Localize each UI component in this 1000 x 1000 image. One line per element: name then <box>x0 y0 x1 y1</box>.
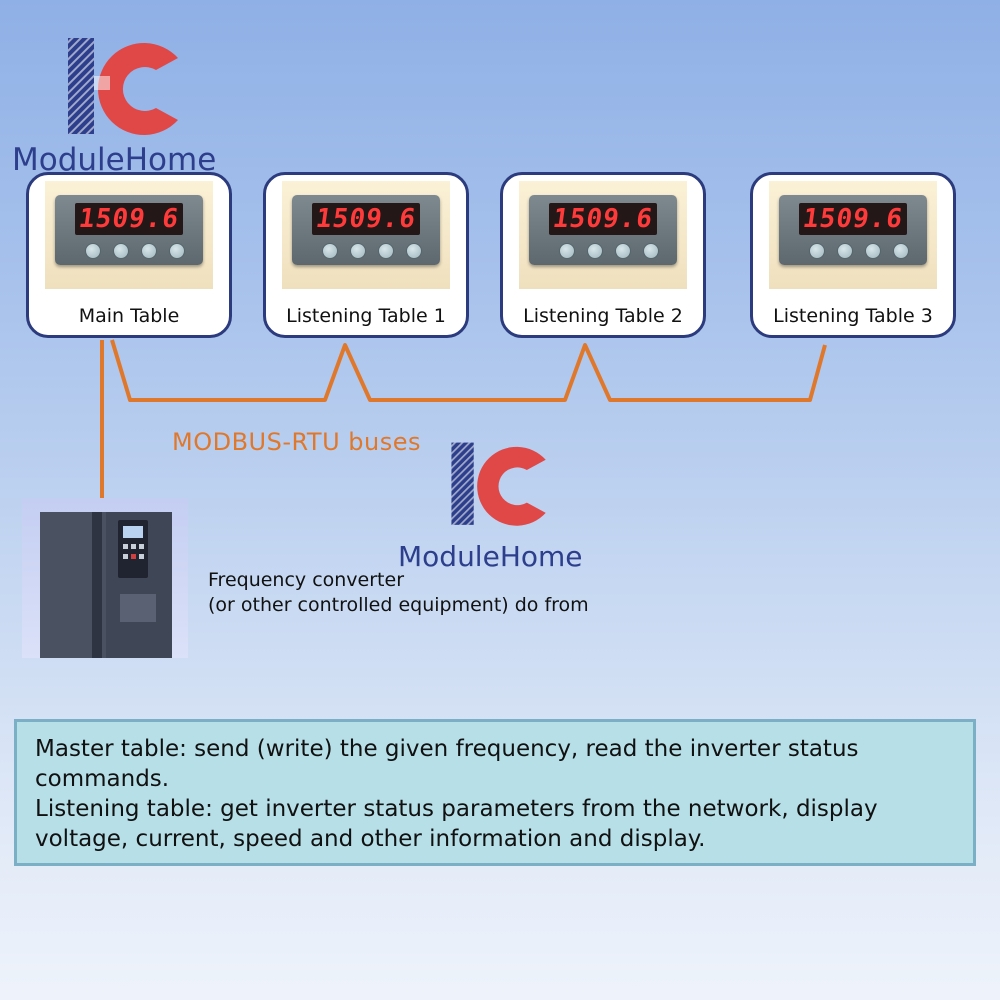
info-listening-table: Listening table: get inverter status par… <box>35 796 878 852</box>
ic-logo-icon <box>68 38 178 135</box>
equipment-caption: Frequency converter (or other controlled… <box>208 568 589 618</box>
meter-card-listening-1: 1509.6 Listening Table 1 <box>263 172 469 338</box>
frequency-converter-image <box>22 498 188 658</box>
meter-label: Listening Table 1 <box>286 305 446 327</box>
ic-logo-icon <box>451 442 546 526</box>
meter-label: Listening Table 2 <box>523 305 683 327</box>
meter-card-listening-3: 1509.6 Listening Table 3 <box>750 172 956 338</box>
info-box: Master table: send (write) the given fre… <box>14 719 976 866</box>
info-master-table: Master table: send (write) the given fre… <box>35 736 859 792</box>
equipment-line-1: Frequency converter <box>208 569 405 591</box>
panel-meter-image: 1509.6 <box>45 181 213 289</box>
panel-meter-image: 1509.6 <box>282 181 450 289</box>
bus-wire <box>110 339 827 402</box>
equipment-line-2: (or other controlled equipment) do from <box>208 594 589 616</box>
meter-card-main: 1509.6 Main Table <box>26 172 232 338</box>
brand-logo-watermark: ModuleHome <box>398 432 613 582</box>
bus-label: MODBUS-RTU buses <box>172 428 422 456</box>
panel-meter-image: 1509.6 <box>769 181 937 289</box>
meter-card-listening-2: 1509.6 Listening Table 2 <box>500 172 706 338</box>
meter-label: Listening Table 3 <box>773 305 933 327</box>
brand-name-watermark: ModuleHome <box>398 540 583 573</box>
inverter-drawing <box>40 512 172 658</box>
meter-label: Main Table <box>78 305 180 327</box>
panel-meter-image: 1509.6 <box>519 181 687 289</box>
